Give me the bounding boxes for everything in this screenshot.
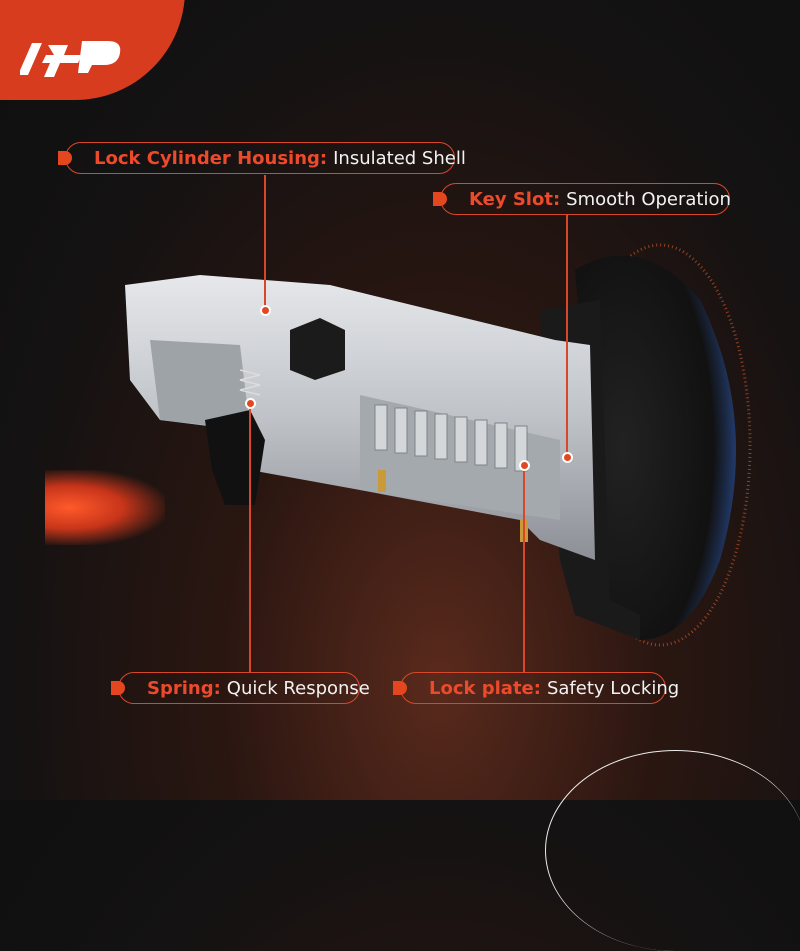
housing-point <box>260 305 271 316</box>
ignition-lock-cylinder-image <box>125 243 752 647</box>
callout-spring: Spring: Quick Response <box>111 672 370 704</box>
callout-key-slot: Key Slot: Smooth Operation <box>433 183 731 215</box>
callout-marker-icon <box>111 681 125 695</box>
callout-value: Quick Response <box>226 677 370 699</box>
callout-key: Spring: <box>147 677 221 699</box>
callout-key: Lock plate: <box>429 677 541 699</box>
callout-lock-plate: Lock plate: Safety Locking <box>393 672 679 704</box>
callout-marker-icon <box>393 681 407 695</box>
lock-plate-leader-line <box>523 465 525 672</box>
callout-value: Insulated Shell <box>333 147 466 169</box>
spring-point <box>245 398 256 409</box>
callout-lock-cylinder-housing: Lock Cylinder Housing: Insulated Shell <box>58 142 466 174</box>
lock-plate-point <box>519 460 530 471</box>
motion-glow <box>45 470 165 545</box>
spring-leader-line <box>249 403 251 672</box>
callout-key: Lock Cylinder Housing: <box>94 147 328 169</box>
callout-marker-icon <box>433 192 447 206</box>
callout-value: Safety Locking <box>546 677 680 699</box>
decorative-arc <box>545 750 800 951</box>
callout-value: Smooth Operation <box>566 188 731 210</box>
callout-marker-icon <box>58 151 72 165</box>
key-slot-leader-line <box>566 215 568 457</box>
housing-leader-line <box>264 175 266 310</box>
callout-key: Key Slot: <box>469 188 561 210</box>
key-slot-point <box>562 452 573 463</box>
brand-logo <box>0 0 185 100</box>
logo-mark <box>20 41 121 77</box>
